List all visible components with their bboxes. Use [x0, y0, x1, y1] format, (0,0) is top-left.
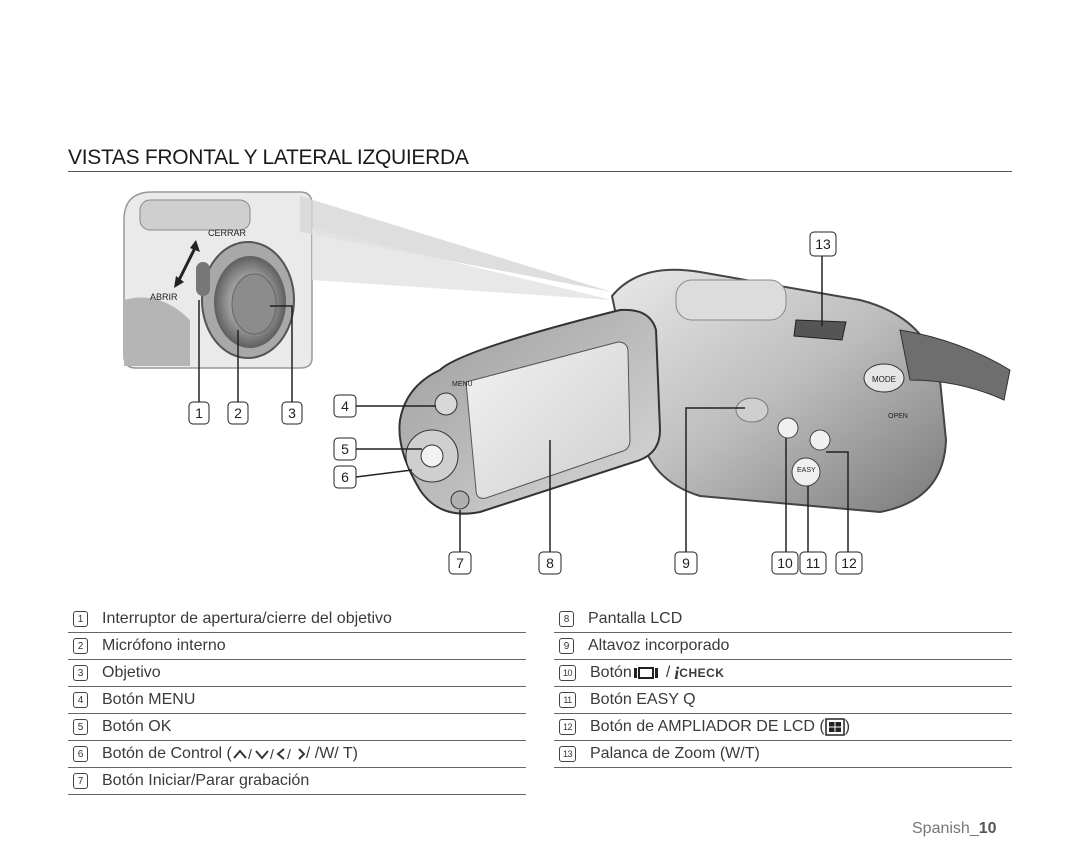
legend-text: Palanca de Zoom (W/T): [590, 745, 760, 762]
callout-12: 12: [835, 551, 863, 575]
control-arrows-icon: / / /: [233, 746, 291, 762]
legend-number: 1: [73, 611, 88, 627]
legend-left: 1 Interruptor de apertura/cierre del obje…: [68, 606, 526, 795]
i-check-label: CHECK: [679, 666, 725, 680]
callout-5: 5: [333, 437, 357, 461]
legend-text: Pantalla LCD: [588, 610, 683, 627]
footer-language: Spanish_: [912, 820, 979, 837]
legend-item: 4 Botón MENU: [68, 687, 526, 714]
i-check-i-icon: i: [674, 662, 680, 683]
legend-item: 5 Botón OK: [68, 714, 526, 741]
display-mode-icon: [633, 667, 658, 679]
svg-text:3: 3: [288, 405, 296, 421]
legend-number: 11: [559, 692, 576, 708]
callout-leaders: [355, 256, 849, 552]
legend-text: Botón EASY Q: [590, 691, 696, 708]
control-glyphs: / /W/ T: [305, 745, 353, 762]
legend-number: 12: [559, 719, 576, 735]
callout-10: 10: [771, 551, 799, 575]
svg-text:/: /: [287, 746, 291, 762]
legend-text: Botón de AMPLIADOR DE LCD (: [590, 718, 825, 735]
legend-number: 2: [73, 638, 88, 654]
legend-item: 12 Botón de AMPLIADOR DE LCD ( ): [554, 714, 1012, 741]
legend-right: 8 Pantalla LCD 9 Altavoz incorporado 10 Bo…: [554, 606, 1012, 768]
legend-number: 5: [73, 719, 88, 735]
legend-number: 9: [559, 638, 574, 654]
svg-text:/: /: [248, 746, 252, 762]
svg-text:7: 7: [456, 555, 464, 571]
legend-item: 9 Altavoz incorporado: [554, 633, 1012, 660]
legend-item: 10 Botón / i CHECK: [554, 660, 1012, 687]
legend-item: 8 Pantalla LCD: [554, 606, 1012, 633]
legend-item: 2 Micrófono interno: [68, 633, 526, 660]
open-label: OPEN: [888, 413, 908, 420]
legend-number: 8: [559, 611, 574, 627]
separator: /: [665, 664, 671, 681]
legend-text: Botón de Control (: [102, 745, 232, 762]
svg-text:4: 4: [341, 398, 349, 414]
legend-number: 6: [73, 746, 88, 762]
svg-text:5: 5: [341, 441, 349, 457]
svg-text:8: 8: [546, 555, 554, 571]
svg-text:2: 2: [234, 405, 242, 421]
legend-text: Botón: [590, 664, 632, 681]
callout-numbers: 1 2 3 4 5 6 7 8 9 10 11 12 13: [188, 231, 863, 575]
lcd-panel: MENU: [398, 308, 662, 515]
title-divider: [68, 171, 1012, 172]
legend-item: 13 Palanca de Zoom (W/T): [554, 741, 1012, 768]
legend-text: Interruptor de apertura/cierre del objet…: [102, 610, 392, 627]
lens-inset: CERRAR ABRIR: [123, 191, 612, 402]
svg-text:9: 9: [682, 555, 690, 571]
svg-text:13: 13: [815, 236, 831, 252]
svg-text:11: 11: [806, 555, 821, 571]
legend-text: Micrófono interno: [102, 637, 226, 654]
svg-text:12: 12: [841, 555, 857, 571]
svg-text:10: 10: [777, 555, 793, 571]
legend-number: 13: [559, 746, 576, 762]
callout-11: 11: [799, 551, 827, 575]
svg-text:/: /: [270, 746, 274, 762]
legend-item: 6 Botón de Control ( / / / / /W/ T ): [68, 741, 526, 768]
callout-2: 2: [227, 401, 249, 425]
legend-suffix: ): [844, 718, 851, 735]
camcorder-illustration: CERRAR ABRIR MODE OPEN EASY MENU: [123, 191, 1011, 575]
page-footer: Spanish_10: [912, 820, 997, 838]
legend-text: Botón MENU: [102, 691, 196, 708]
legend-number: 10: [559, 665, 576, 681]
inset-close-label: CERRAR: [208, 228, 247, 238]
legend-text: Objetivo: [102, 664, 161, 681]
callout-6: 6: [333, 465, 357, 489]
legend-item: 7 Botón Iniciar/Parar grabación: [68, 768, 526, 795]
page-number: 10: [978, 820, 997, 837]
callout-8: 8: [538, 551, 562, 575]
svg-text:1: 1: [195, 405, 203, 421]
callout-3: 3: [281, 401, 303, 425]
mode-label: MODE: [872, 375, 896, 384]
camcorder-body: MODE OPEN EASY: [610, 268, 1011, 514]
legend-item: 11 Botón EASY Q: [554, 687, 1012, 714]
legend-text: Altavoz incorporado: [588, 637, 730, 654]
callout-1: 1: [188, 401, 210, 425]
callout-7: 7: [448, 551, 472, 575]
callout-13: 13: [809, 231, 837, 257]
chevron-right-icon: [298, 748, 306, 760]
easy-label: EASY: [797, 467, 816, 474]
callout-9: 9: [674, 551, 698, 575]
legend-number: 7: [73, 773, 88, 789]
legend-number: 4: [73, 692, 88, 708]
legend-suffix: ): [352, 745, 358, 762]
legend-item: 1 Interruptor de apertura/cierre del obje…: [68, 606, 526, 633]
inset-open-label: ABRIR: [150, 292, 178, 302]
legend-number: 3: [73, 665, 88, 681]
lcd-enhancer-icon: [825, 718, 845, 736]
legend-text: Botón OK: [102, 718, 172, 735]
callout-4: 4: [333, 394, 357, 418]
page-title: VISTAS FRONTAL Y LATERAL IZQUIERDA: [68, 146, 469, 169]
menu-label: MENU: [452, 381, 473, 388]
legend-item: 3 Objetivo: [68, 660, 526, 687]
svg-text:6: 6: [341, 469, 349, 485]
legend-text: Botón Iniciar/Parar grabación: [102, 772, 310, 789]
